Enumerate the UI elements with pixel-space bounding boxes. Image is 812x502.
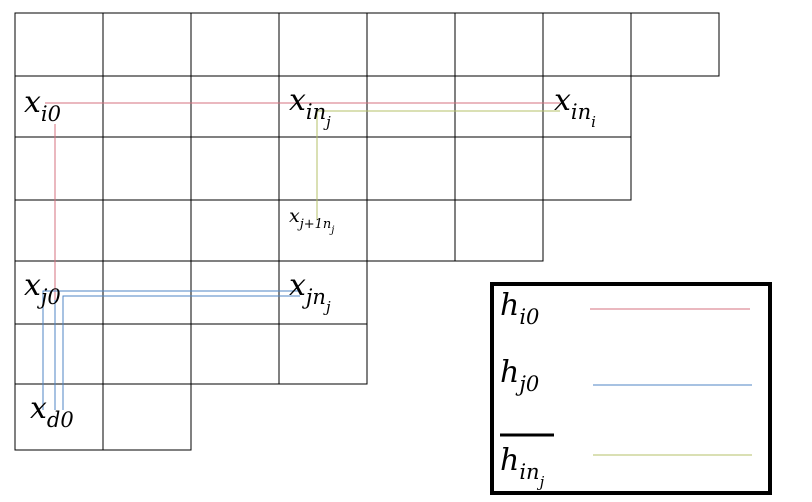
- grid-cell: [102, 75, 192, 138]
- label-x-in-i: xini: [554, 83, 596, 131]
- grid-row-1: [14, 12, 720, 77]
- grid-cell: [190, 199, 280, 262]
- legend-box: [490, 282, 772, 495]
- grid-cell: [14, 199, 104, 262]
- grid-cell: [102, 12, 192, 77]
- grid: [14, 12, 720, 451]
- grid-row-7: [14, 383, 192, 451]
- grid-cell: [14, 323, 104, 385]
- label-x-j1-nj: xj+1nj: [289, 205, 334, 236]
- paths: [42, 102, 560, 410]
- grid-cell: [278, 323, 368, 385]
- grid-cell: [14, 383, 104, 451]
- grid-cell: [366, 75, 456, 138]
- grid-cell: [190, 260, 280, 325]
- legend: hi0 hj0 hinj: [490, 282, 772, 495]
- label-x-j0: xj0: [24, 268, 61, 309]
- label-x-i0: xi0: [24, 85, 61, 126]
- grid-cell: [14, 260, 104, 325]
- label-x-d0: xd0: [30, 391, 74, 432]
- grid-cell: [102, 383, 192, 451]
- grid-cell: [14, 12, 104, 77]
- grid-cell: [454, 12, 544, 77]
- legend-item-hbar-in-j: hinj: [500, 433, 752, 491]
- cell-labels: xi0 xinj xini xj+1nj xj0 xjnj xd0: [24, 83, 596, 432]
- label-x-in-j: xinj: [289, 83, 331, 131]
- legend-item-h-i0: hi0: [500, 288, 750, 329]
- grid-cell: [190, 12, 280, 77]
- grid-row-4: [14, 199, 544, 262]
- blue-path-inner: [62, 295, 300, 410]
- grid-row-3: [14, 136, 632, 201]
- grid-cell: [278, 12, 368, 77]
- grid-cell: [102, 199, 192, 262]
- grid-row-5: [14, 260, 368, 325]
- grid-cell: [454, 136, 544, 201]
- grid-cell: [190, 136, 280, 201]
- legend-label-h-i0: hi0: [500, 288, 539, 329]
- grid-cell: [14, 136, 104, 201]
- grid-cell: [542, 136, 632, 201]
- legend-label-hbar-in-j: hinj: [500, 443, 545, 491]
- grid-cell: [278, 136, 368, 201]
- grid-cell: [102, 136, 192, 201]
- grid-cell: [542, 75, 632, 138]
- grid-cell: [542, 12, 632, 77]
- grid-cell: [102, 323, 192, 385]
- grid-cell: [366, 12, 456, 77]
- grid-cell: [366, 199, 456, 262]
- grid-cell: [366, 136, 456, 201]
- blue-path: [42, 290, 300, 410]
- grid-cell: [454, 199, 544, 262]
- grid-cell: [278, 75, 368, 138]
- label-x-jn-j: xjnj: [289, 268, 331, 316]
- grid-cell: [190, 75, 280, 138]
- legend-item-h-j0: hj0: [500, 355, 752, 396]
- grid-cell: [102, 260, 192, 325]
- grid-cell: [190, 323, 280, 385]
- grid-row-6: [14, 323, 368, 385]
- grid-cell: [630, 12, 720, 77]
- grid-cell: [454, 75, 544, 138]
- legend-label-h-j0: hj0: [500, 355, 539, 396]
